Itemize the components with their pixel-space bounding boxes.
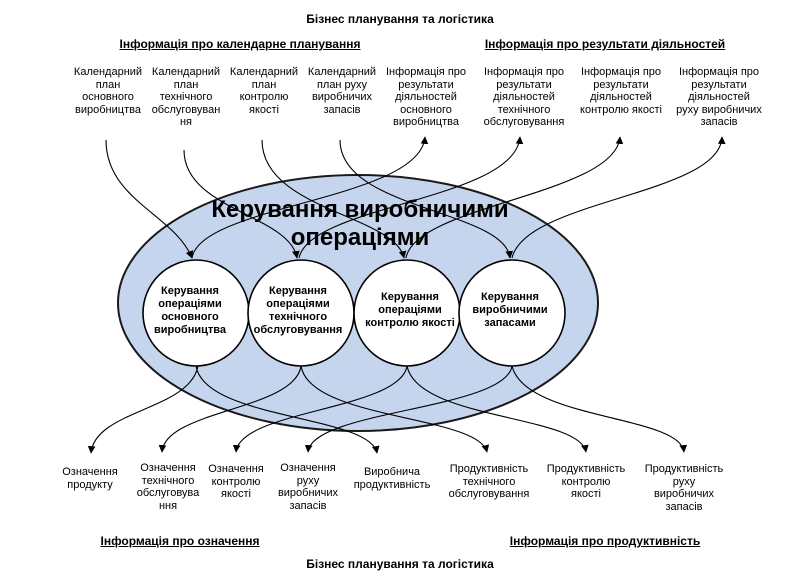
top-label-7: Інформація про результати діяльностей ко… — [580, 66, 662, 116]
top-label-2: Календарний план технічного обслуговуван… — [151, 66, 221, 128]
bottom-label-5: Виробнича продуктивність — [353, 466, 431, 491]
top-label-6: Інформація про результати діяльностей те… — [483, 66, 565, 128]
top-label-5: Інформація про результати діяльностей ос… — [385, 66, 467, 128]
group-title-productivity: Інформація про продуктивність — [509, 534, 701, 548]
arrow-prod-inventory — [511, 365, 688, 453]
central-title: Керування виробничими операціями — [211, 196, 509, 251]
circle-inventory — [458, 259, 566, 367]
group-title-definition: Інформація про означення — [100, 534, 260, 548]
group-title-activity-results: Інформація про результати діяльностей — [484, 37, 726, 51]
arrow-result-maintenance — [298, 136, 524, 259]
top-label-4: Календарний план руху виробничих запасів — [307, 66, 377, 116]
node-main-production: Керування операціями основного виробницт… — [153, 285, 227, 336]
arrow-prod-production — [195, 365, 380, 454]
header-top: Бізнес планування та логістика — [306, 12, 494, 26]
arrow-plan-maintenance — [183, 149, 300, 259]
bottom-label-6: Продуктивність технічного обслуговування — [448, 463, 530, 500]
arrow-result-quality — [405, 136, 624, 259]
node-quality-control: Керування операціями контролю якості — [365, 291, 455, 329]
arrow-def-product — [87, 365, 199, 454]
group-title-calendar-planning: Інформація про календарне планування — [119, 37, 361, 51]
bottom-label-3: Означення контролю якості — [208, 463, 264, 500]
bottom-label-8: Продуктивність руху виробничих запасів — [644, 463, 724, 513]
arrow-prod-maintenance — [300, 365, 490, 453]
arrow-result-inventory — [511, 136, 726, 259]
node-inventory: Керування виробничими запасами — [472, 291, 548, 329]
top-label-8: Інформація про результати діяльностей ру… — [676, 66, 762, 128]
bottom-label-2: Означення технічного обслуговува ння — [136, 462, 200, 512]
bottom-label-7: Продуктивність контролю якості — [546, 463, 626, 500]
bottom-label-4: Означення руху виробничих запасів — [277, 462, 339, 512]
top-label-3: Календарний план контролю якості — [229, 66, 299, 116]
arrow-def-inventory — [304, 365, 513, 453]
arrow-def-maintenance — [158, 365, 302, 453]
inner-circles — [142, 259, 566, 367]
node-maintenance: Керування операціями технічного обслугов… — [253, 285, 343, 336]
arrow-plan-inventory — [339, 139, 514, 259]
top-label-1: Календарний план основного виробництва — [73, 66, 143, 116]
bottom-label-1: Означення продукту — [62, 466, 118, 491]
arrow-plan-quality — [261, 139, 407, 259]
arrows — [87, 136, 726, 454]
arrow-result-main — [191, 136, 429, 259]
arrow-def-quality — [232, 365, 408, 453]
arrow-plan-main — [105, 139, 194, 259]
header-bottom: Бізнес планування та логістика — [306, 557, 494, 571]
arrow-prod-quality — [406, 365, 589, 453]
